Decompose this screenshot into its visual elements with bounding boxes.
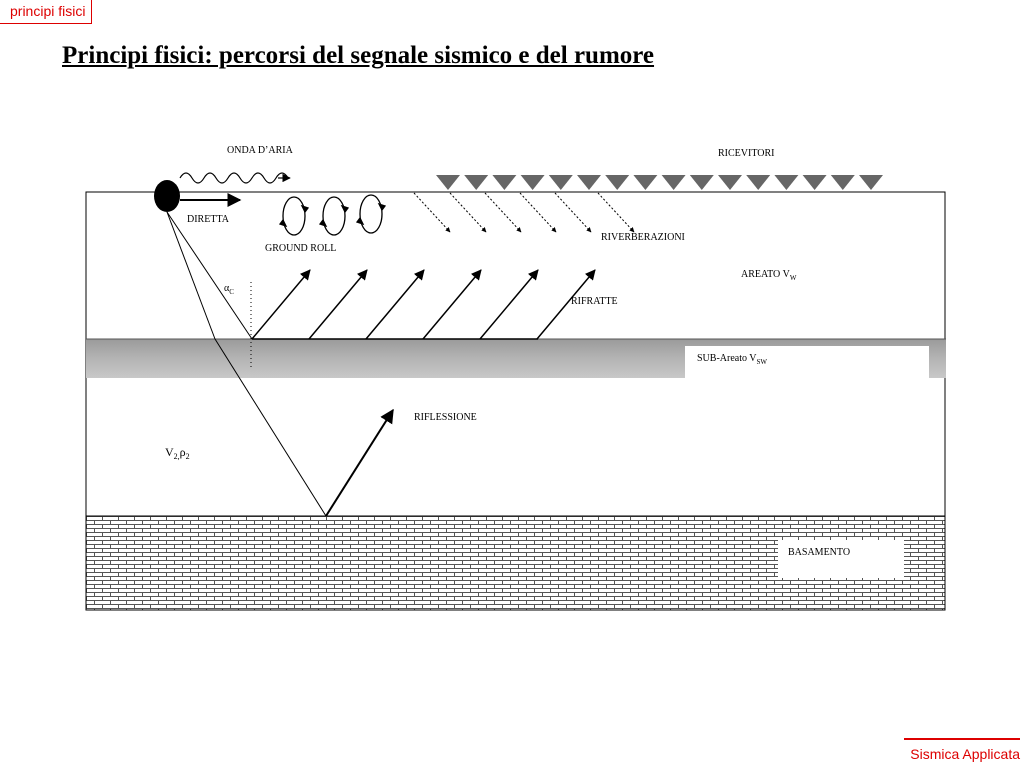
reflection-arrow (325, 408, 394, 517)
reverberations-label: RIVERBERAZIONI (601, 232, 685, 243)
receiver-icon (746, 175, 771, 190)
critical-ray (166, 211, 253, 340)
receiver-icon (464, 175, 489, 190)
ground-roll-loops (278, 194, 387, 236)
slide-title: Principi fisici: percorsi del segnale si… (62, 42, 655, 69)
receivers-array (436, 175, 883, 190)
air-wave-sinusoid (179, 172, 289, 184)
receiver-icon (859, 175, 883, 190)
receivers-label: RICEVITORI (718, 148, 774, 159)
velocity-density-label: V2,ρ2 (165, 445, 190, 461)
basement-label-box (778, 540, 904, 578)
footer-label: Sismica Applicata (904, 738, 1020, 762)
receiver-icon (436, 175, 460, 190)
receiver-icon (633, 175, 658, 190)
sub-aerated-label-box (685, 346, 929, 378)
receiver-icon (661, 175, 686, 190)
ground-roll-label: GROUND ROLL (265, 243, 336, 254)
receiver-icon (577, 175, 601, 190)
sub-aerated-label: SUB-Areato VSW (697, 353, 767, 366)
section-tag: principi fisici (0, 0, 93, 24)
receiver-icon (548, 175, 573, 190)
source-icon (154, 180, 180, 212)
receiver-icon (605, 175, 630, 190)
basement-label: BASAMENTO (788, 547, 850, 558)
air-wave-label: ONDA D’ARIA (227, 145, 294, 156)
receiver-icon (492, 175, 517, 190)
receiver-icon (520, 175, 545, 190)
reverberation-rays (413, 192, 635, 233)
aerated-label: AREATO VW (741, 269, 797, 282)
receiver-icon (689, 175, 714, 190)
receiver-icon (830, 175, 855, 190)
reflected-down-ray (214, 338, 327, 517)
receiver-icon (718, 175, 742, 190)
receiver-icon (802, 175, 827, 190)
receiver-icon (774, 175, 799, 190)
refracted-rays (251, 269, 596, 340)
direct-label: DIRETTA (187, 214, 230, 225)
ray-to-interface (166, 211, 216, 340)
refracted-label: RIFRATTE (571, 296, 618, 307)
critical-angle-label: αC (224, 283, 234, 296)
reflection-label: RIFLESSIONE (414, 412, 477, 423)
